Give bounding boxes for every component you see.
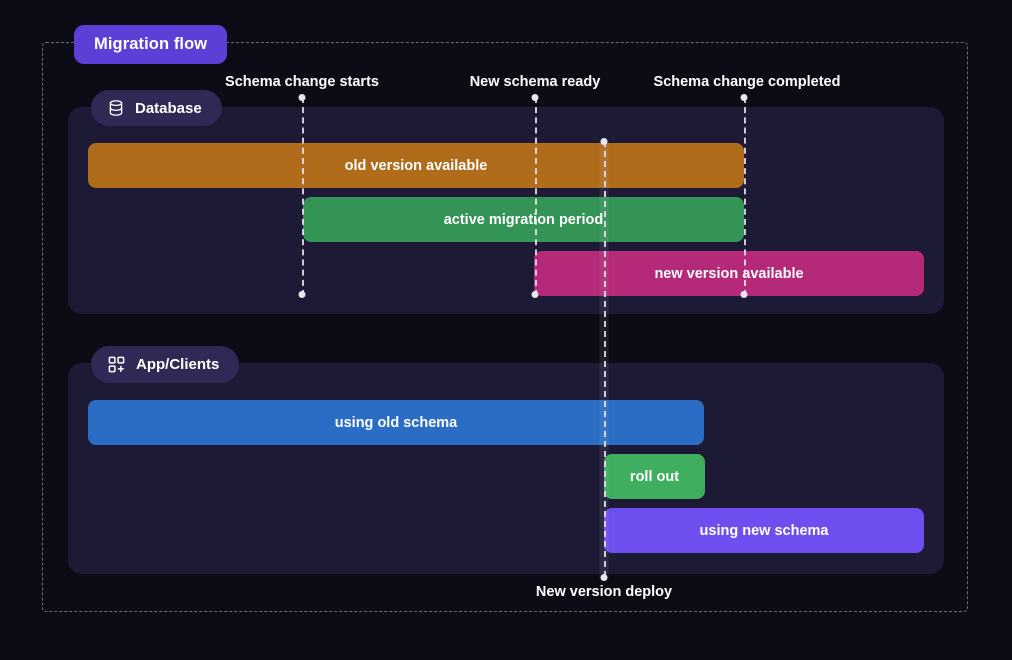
- bar-old-version-available[interactable]: old version available: [88, 143, 744, 188]
- marker-line-schema-change-completed: [744, 97, 746, 296]
- bar-label-using-old-schema: using old schema: [334, 414, 458, 431]
- marker-dot-bottom-schema-change-completed: [740, 291, 748, 298]
- lane-pill-database[interactable]: Database: [91, 90, 222, 126]
- bar-label-old-version-available: old version available: [344, 157, 488, 174]
- database-icon: [107, 99, 125, 117]
- marker-line-schema-change-starts: [302, 97, 304, 296]
- deploy-marker-dot-top: [600, 138, 608, 145]
- marker-label-schema-change-starts: Schema change starts: [225, 74, 379, 90]
- bar-using-new-schema[interactable]: using new schema: [604, 508, 924, 553]
- marker-dot-bottom-schema-change-starts: [298, 291, 306, 298]
- marker-dot-bottom-new-schema-ready: [531, 291, 539, 298]
- deploy-marker-dot-bottom: [600, 574, 608, 581]
- marker-dot-top-new-schema-ready: [531, 94, 539, 101]
- bar-active-migration-period[interactable]: active migration period: [303, 197, 744, 242]
- bar-new-version-available[interactable]: new version available: [534, 251, 924, 296]
- app-grid-plus-icon: [107, 355, 126, 374]
- marker-label-schema-change-completed: Schema change completed: [653, 74, 841, 90]
- bar-using-old-schema[interactable]: using old schema: [88, 400, 704, 445]
- migration-flow-frame: [42, 42, 968, 612]
- marker-dot-top-schema-change-starts: [298, 94, 306, 101]
- marker-label-new-schema-ready: New schema ready: [469, 74, 601, 90]
- deploy-marker-label: New version deploy: [535, 584, 673, 600]
- bar-roll-out[interactable]: roll out: [604, 454, 705, 499]
- lane-pill-app-clients[interactable]: App/Clients: [91, 346, 240, 383]
- marker-dot-top-schema-change-completed: [740, 94, 748, 101]
- bar-label-new-version-available: new version available: [654, 265, 804, 282]
- deploy-marker-line: [604, 141, 606, 577]
- lane-label-database: Database: [135, 99, 202, 117]
- bar-label-active-migration-period: active migration period: [443, 211, 604, 228]
- migration-flow-badge: Migration flow: [74, 25, 228, 64]
- marker-line-new-schema-ready: [535, 97, 537, 296]
- lane-label-app-clients: App/Clients: [136, 356, 220, 373]
- bar-label-roll-out: roll out: [629, 468, 680, 485]
- bar-label-using-new-schema: using new schema: [699, 522, 829, 539]
